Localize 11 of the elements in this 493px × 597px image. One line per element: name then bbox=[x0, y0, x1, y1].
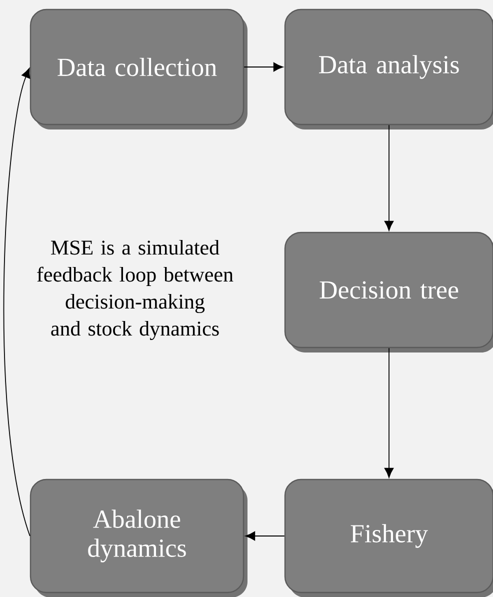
process-box: Abalone dynamics bbox=[30, 478, 248, 597]
process-box: Fishery bbox=[284, 478, 493, 597]
process-box: Data analysis bbox=[284, 8, 493, 130]
note-text: MSE is a simulated feedback loop between decision-making and stock dynamics bbox=[37, 240, 234, 340]
arrow bbox=[245, 531, 285, 541]
arrow bbox=[384, 124, 394, 231]
arrow bbox=[3, 68, 30, 536]
arrow bbox=[244, 62, 284, 72]
arrow bbox=[384, 348, 394, 478]
process-box: Data collection bbox=[30, 8, 248, 130]
process-box: Decision tree bbox=[284, 232, 493, 352]
